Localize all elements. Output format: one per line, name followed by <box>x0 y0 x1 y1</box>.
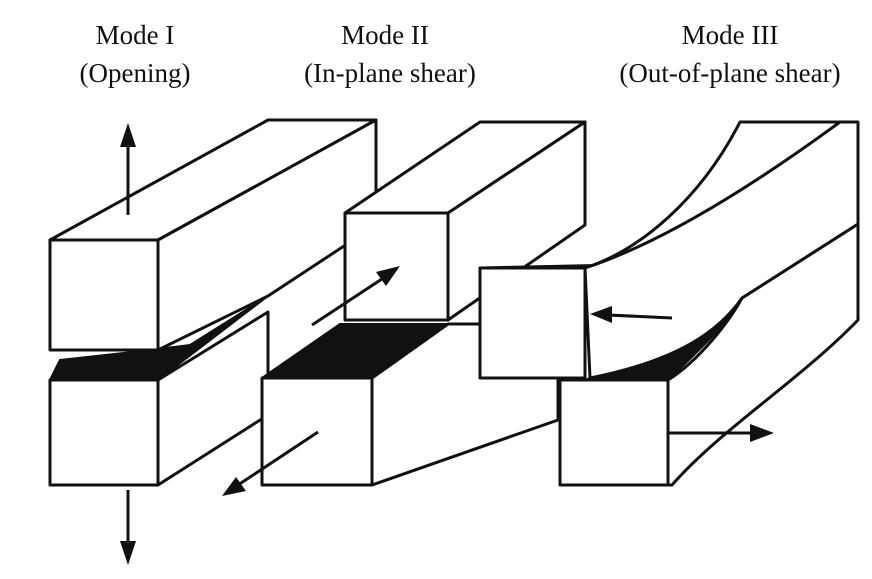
mode-3-right-arrow-head <box>750 424 774 442</box>
mode-1-crack-face <box>49 295 269 381</box>
mode-3-title: Mode III <box>681 20 779 50</box>
mode-2-subtitle: (In-plane shear) <box>304 58 476 88</box>
mode-3-lower-block-front-face <box>558 378 670 487</box>
mode-1-lower-block-front-face <box>48 378 160 487</box>
mode-1-upper-block-front-face <box>48 238 160 352</box>
mode-3-upper-block-front-face <box>478 266 587 380</box>
mode-3-upper-block-right-face <box>583 120 860 380</box>
mode-2-front-arrow-head <box>222 477 246 496</box>
mode-1-title: Mode I <box>95 20 175 50</box>
mode-1-subtitle: (Opening) <box>79 58 191 88</box>
mode-3-specimen <box>478 120 860 487</box>
mode-2-title: Mode II <box>341 20 429 50</box>
mode-2-crack-face <box>261 323 449 379</box>
mode-1-up-arrow-head <box>120 123 136 147</box>
mode-1-specimen <box>48 118 378 565</box>
mode-3-left-arrow-head <box>590 306 612 323</box>
mode-3-subtitle: (Out-of-plane shear) <box>619 58 841 88</box>
mode-2-front-arrow-shaft <box>237 430 319 487</box>
mode-3-left-arrow-shaft <box>607 313 673 320</box>
mode-2-upper-block-front-face <box>343 211 450 322</box>
mode-1-down-arrow-head <box>120 541 136 565</box>
mode-2-back-arrow-shaft <box>311 275 386 327</box>
mode-3-lower-block-right-face <box>666 222 860 487</box>
mode-2-back-arrow-head <box>376 266 400 286</box>
